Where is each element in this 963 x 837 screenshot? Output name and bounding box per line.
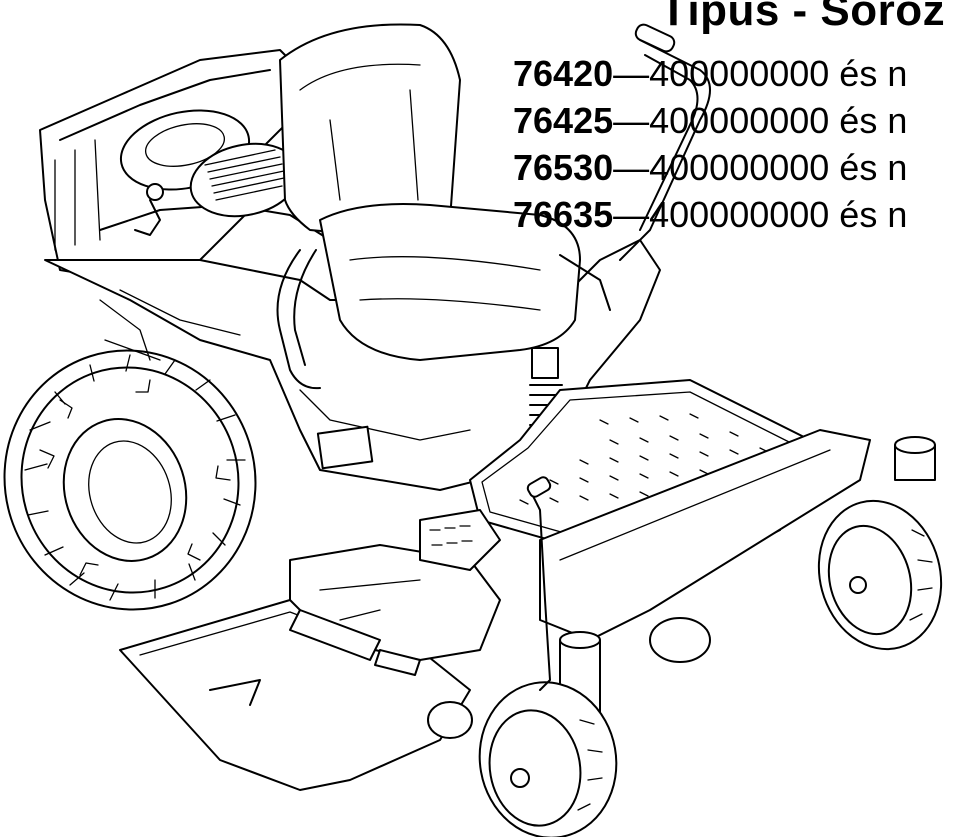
page-title: Típus - Soroz [660, 0, 946, 35]
front-right-caster [817, 499, 943, 651]
model-row: 76425—400000000 és n [513, 97, 907, 144]
serial-range: —400000000 és n [613, 53, 908, 94]
model-list: 76420—400000000 és n 76425—400000000 és … [513, 50, 907, 238]
model-row: 76530—400000000 és n [513, 144, 907, 191]
mower-deck [119, 544, 501, 791]
steering-lever [559, 23, 711, 311]
serial-range: —400000000 és n [613, 147, 908, 188]
deck-rollers [427, 617, 711, 739]
deck-lift-lever [419, 476, 552, 691]
model-number: 76635 [513, 194, 614, 235]
model-number: 76530 [513, 147, 614, 188]
model-number: 76420 [513, 53, 614, 94]
model-number: 76425 [513, 100, 614, 141]
rear-left-tire [3, 349, 257, 611]
seat [276, 23, 581, 390]
serial-range: —400000000 és n [613, 194, 908, 235]
model-row: 76635—400000000 és n [513, 191, 907, 238]
serial-range: —400000000 és n [613, 100, 908, 141]
engine [119, 109, 301, 236]
front-left-caster [478, 681, 618, 837]
model-row: 76420—400000000 és n [513, 50, 907, 97]
